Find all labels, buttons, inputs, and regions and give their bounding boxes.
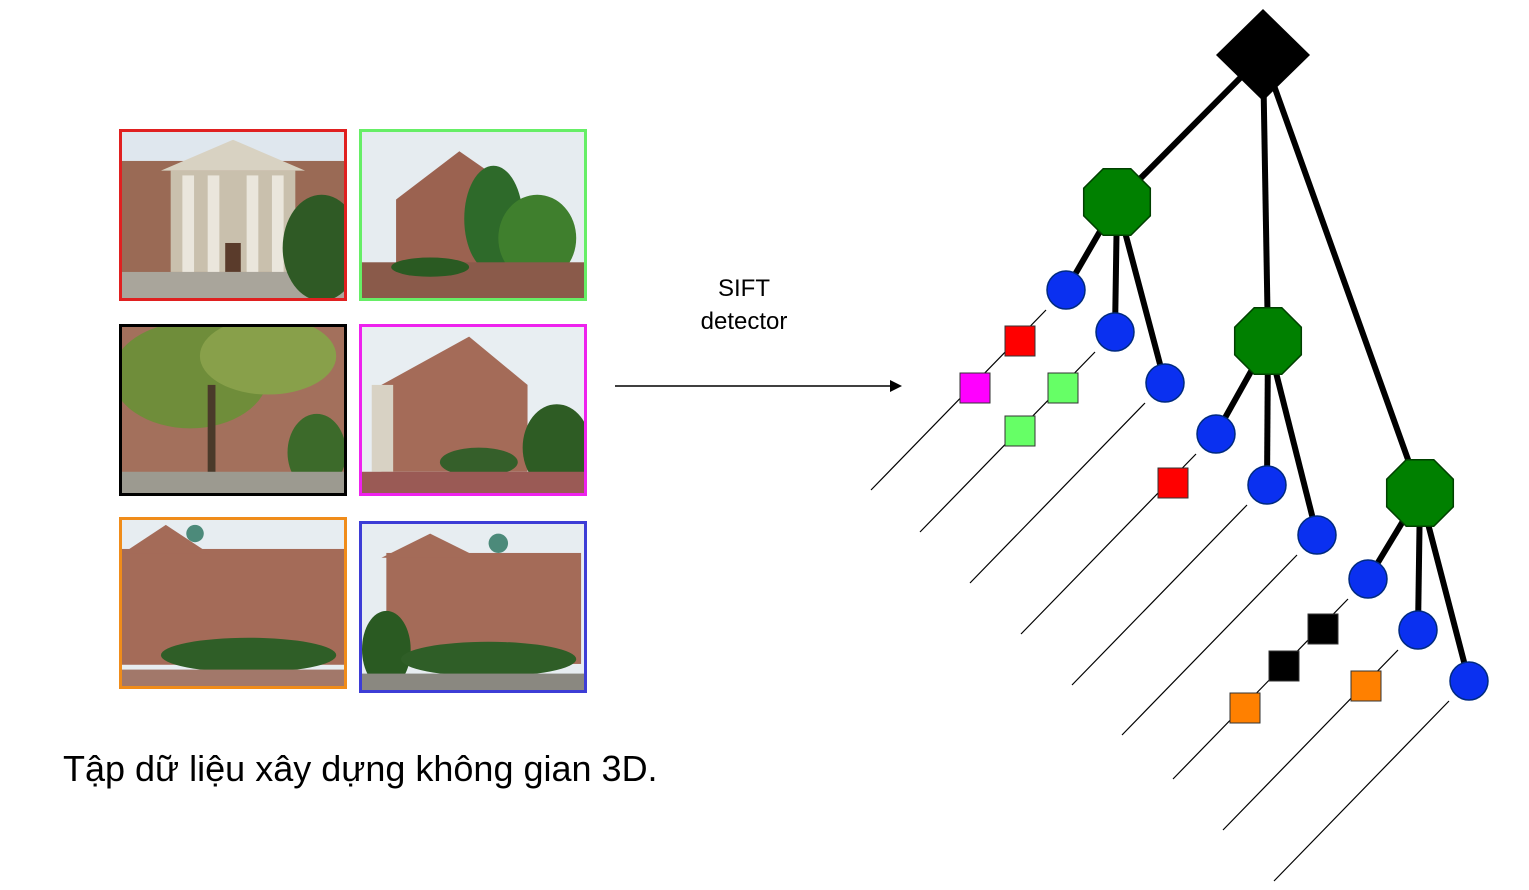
root-diamond bbox=[1216, 9, 1310, 101]
photo-magenta bbox=[359, 324, 587, 496]
descriptor-line bbox=[1273, 700, 1450, 882]
feature-square bbox=[1350, 670, 1382, 702]
feature-squares bbox=[959, 325, 1382, 724]
feature-square bbox=[1268, 650, 1300, 682]
photo-dataset-grid bbox=[0, 0, 620, 720]
leaf-node-circle bbox=[1095, 312, 1135, 352]
leaf-node-circle bbox=[1398, 610, 1438, 650]
root-edge bbox=[1260, 54, 1271, 342]
arrow-label-line2: detector bbox=[700, 308, 788, 335]
tree-nodes bbox=[1046, 9, 1489, 701]
feature-square bbox=[959, 372, 991, 404]
descriptor-line bbox=[969, 402, 1146, 584]
feature-square bbox=[1004, 325, 1036, 357]
inner-node-octagon bbox=[1385, 458, 1455, 528]
descriptor-line bbox=[1071, 504, 1248, 686]
leaf-node-circle bbox=[1145, 363, 1185, 403]
root-edge bbox=[1260, 53, 1423, 495]
leaf-node-circle bbox=[1297, 515, 1337, 555]
leaf-node-circle bbox=[1449, 661, 1489, 701]
arrow-label-line1: SIFT bbox=[718, 275, 770, 302]
descriptor-line bbox=[1121, 554, 1298, 736]
leaf-node-circle bbox=[1247, 465, 1287, 505]
photo-green bbox=[359, 129, 587, 301]
photo-orange bbox=[119, 517, 347, 689]
feature-square bbox=[1004, 415, 1036, 447]
sift-detector-label: SIFT detector bbox=[684, 272, 804, 338]
feature-square bbox=[1157, 467, 1189, 499]
photo-black bbox=[119, 324, 347, 496]
root-edge bbox=[1114, 52, 1266, 205]
inner-node-octagon bbox=[1233, 306, 1303, 376]
dataset-caption: Tập dữ liệu xây dựng không gian 3D. bbox=[63, 748, 658, 789]
sift-arrow bbox=[615, 380, 902, 392]
photo-red bbox=[119, 129, 347, 301]
inner-node-octagon bbox=[1082, 167, 1152, 237]
feature-square bbox=[1229, 692, 1261, 724]
feature-square bbox=[1307, 613, 1339, 645]
photo-blue bbox=[359, 521, 587, 693]
leaf-node-circle bbox=[1348, 559, 1388, 599]
feature-square bbox=[1047, 372, 1079, 404]
leaf-node-circle bbox=[1046, 270, 1086, 310]
leaf-node-circle bbox=[1196, 414, 1236, 454]
